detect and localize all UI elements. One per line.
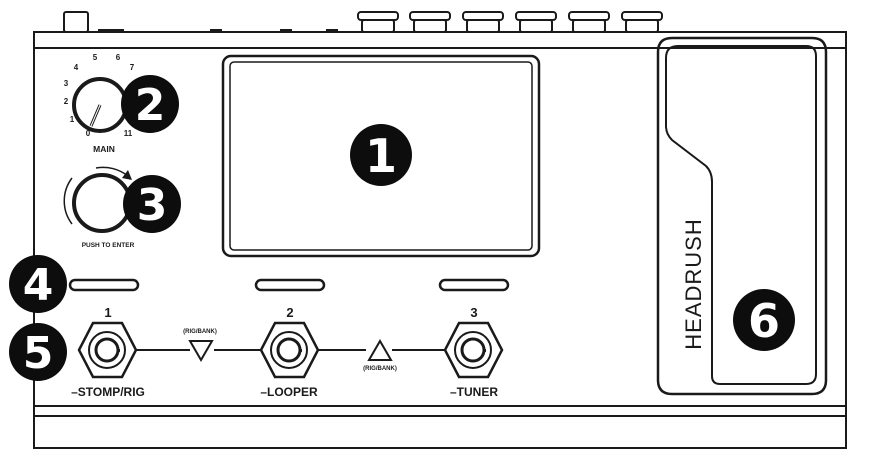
- select-knob-label: PUSH TO ENTER: [82, 242, 135, 249]
- footswitch-1-function: –STOMP/RIG: [71, 385, 145, 399]
- top-connectors: [63, 11, 663, 33]
- main-knob-scale-tick: 4: [74, 63, 79, 72]
- screen-bezel: [221, 54, 541, 258]
- touchscreen: [221, 54, 541, 258]
- footswitch-3-cap: [460, 337, 486, 363]
- main-knob-scale-tick: 2: [64, 97, 69, 106]
- brand-logo: HEADRUSH: [681, 218, 706, 349]
- callout-1-circle: [350, 124, 412, 186]
- select-knob-body: [72, 173, 132, 233]
- callout-3-number: 3: [137, 180, 168, 231]
- callout-4-number: 4: [23, 260, 54, 311]
- footswitch-1-cap: [94, 337, 120, 363]
- callout-badges: 1 2 3 4 5 6: [9, 75, 795, 381]
- main-knob-pointer-inner: [90, 104, 101, 127]
- footswitch-3-led: [483, 349, 486, 352]
- jack-5: [568, 11, 610, 33]
- main-knob-scale-tick: 0: [86, 129, 91, 138]
- footswitch-1: 1 –STOMP/RIG: [71, 305, 145, 399]
- footswitch-2-led: [299, 349, 302, 352]
- main-knob-scale-tick: 7: [130, 63, 135, 72]
- footswitch-2: 2 –LOOPER: [259, 305, 320, 399]
- jack-4: [515, 11, 557, 33]
- footswitch-2-function: –LOOPER: [260, 385, 318, 399]
- callout-2-circle: [121, 75, 179, 133]
- callout-3-circle: [123, 175, 181, 233]
- callout-5: 5: [9, 323, 67, 381]
- footswitch-1-number: 1: [104, 305, 111, 320]
- soft-button-1: [68, 278, 140, 292]
- callout-1-number: 1: [365, 129, 397, 183]
- footswitch-1-led: [117, 349, 120, 352]
- rotate-arrow-head-icon: [122, 170, 132, 180]
- footswitch-3-function: –TUNER: [450, 385, 498, 399]
- soft-buttons: [68, 278, 510, 292]
- pedal-outer: [656, 36, 828, 396]
- expression-pedal: HEADRUSH: [656, 36, 828, 396]
- callout-4: 4: [9, 255, 67, 313]
- main-knob-label: MAIN: [93, 144, 115, 154]
- callout-6: 6: [733, 289, 795, 351]
- main-knob-scale-tick: 1: [70, 115, 75, 124]
- footswitch-3-number: 3: [470, 305, 477, 320]
- jack-3: [462, 11, 504, 33]
- callout-6-number: 6: [748, 294, 780, 348]
- jack-2: [409, 11, 451, 33]
- callout-3: 3: [123, 175, 181, 233]
- callout-2-number: 2: [135, 80, 166, 131]
- callout-2: 2: [121, 75, 179, 133]
- callout-6-circle: [733, 289, 795, 351]
- main-knob-scale-tick: 6: [116, 53, 121, 62]
- main-knob-scale-tick: 11: [124, 129, 133, 138]
- soft-button-3: [438, 278, 510, 292]
- callout-5-circle: [9, 323, 67, 381]
- bank-up-label: (RIG/BANK): [363, 366, 397, 372]
- select-rotate-arrow-left: [63, 177, 73, 225]
- pedal-treadle: [665, 45, 817, 385]
- jack-1: [357, 11, 399, 33]
- footswitch-2-cap: [276, 337, 302, 363]
- soft-button-2: [254, 278, 326, 292]
- jack-6: [621, 11, 663, 33]
- bank-up-triangle-icon: [367, 339, 393, 361]
- screen-glass: [229, 61, 533, 251]
- bank-down-label: (RIG/BANK): [183, 329, 217, 335]
- callout-5-number: 5: [23, 328, 54, 379]
- footswitch-3: 3 –TUNER: [443, 305, 504, 399]
- main-knob-scale-tick: 3: [64, 79, 69, 88]
- bank-down-triangle-icon: [188, 340, 214, 362]
- callout-4-circle: [9, 255, 67, 313]
- footswitch-row: (RIG/BANK) (RIG/BANK) 1 –STOMP/RIG 2 –LO…: [71, 305, 504, 399]
- callout-1: 1: [350, 124, 412, 186]
- power-switch: [63, 11, 89, 33]
- footswitch-2-number: 2: [286, 305, 293, 320]
- main-knob-scale: 0 12 34 5 67 11: [64, 53, 135, 138]
- main-knob-scale-tick: 5: [93, 53, 98, 62]
